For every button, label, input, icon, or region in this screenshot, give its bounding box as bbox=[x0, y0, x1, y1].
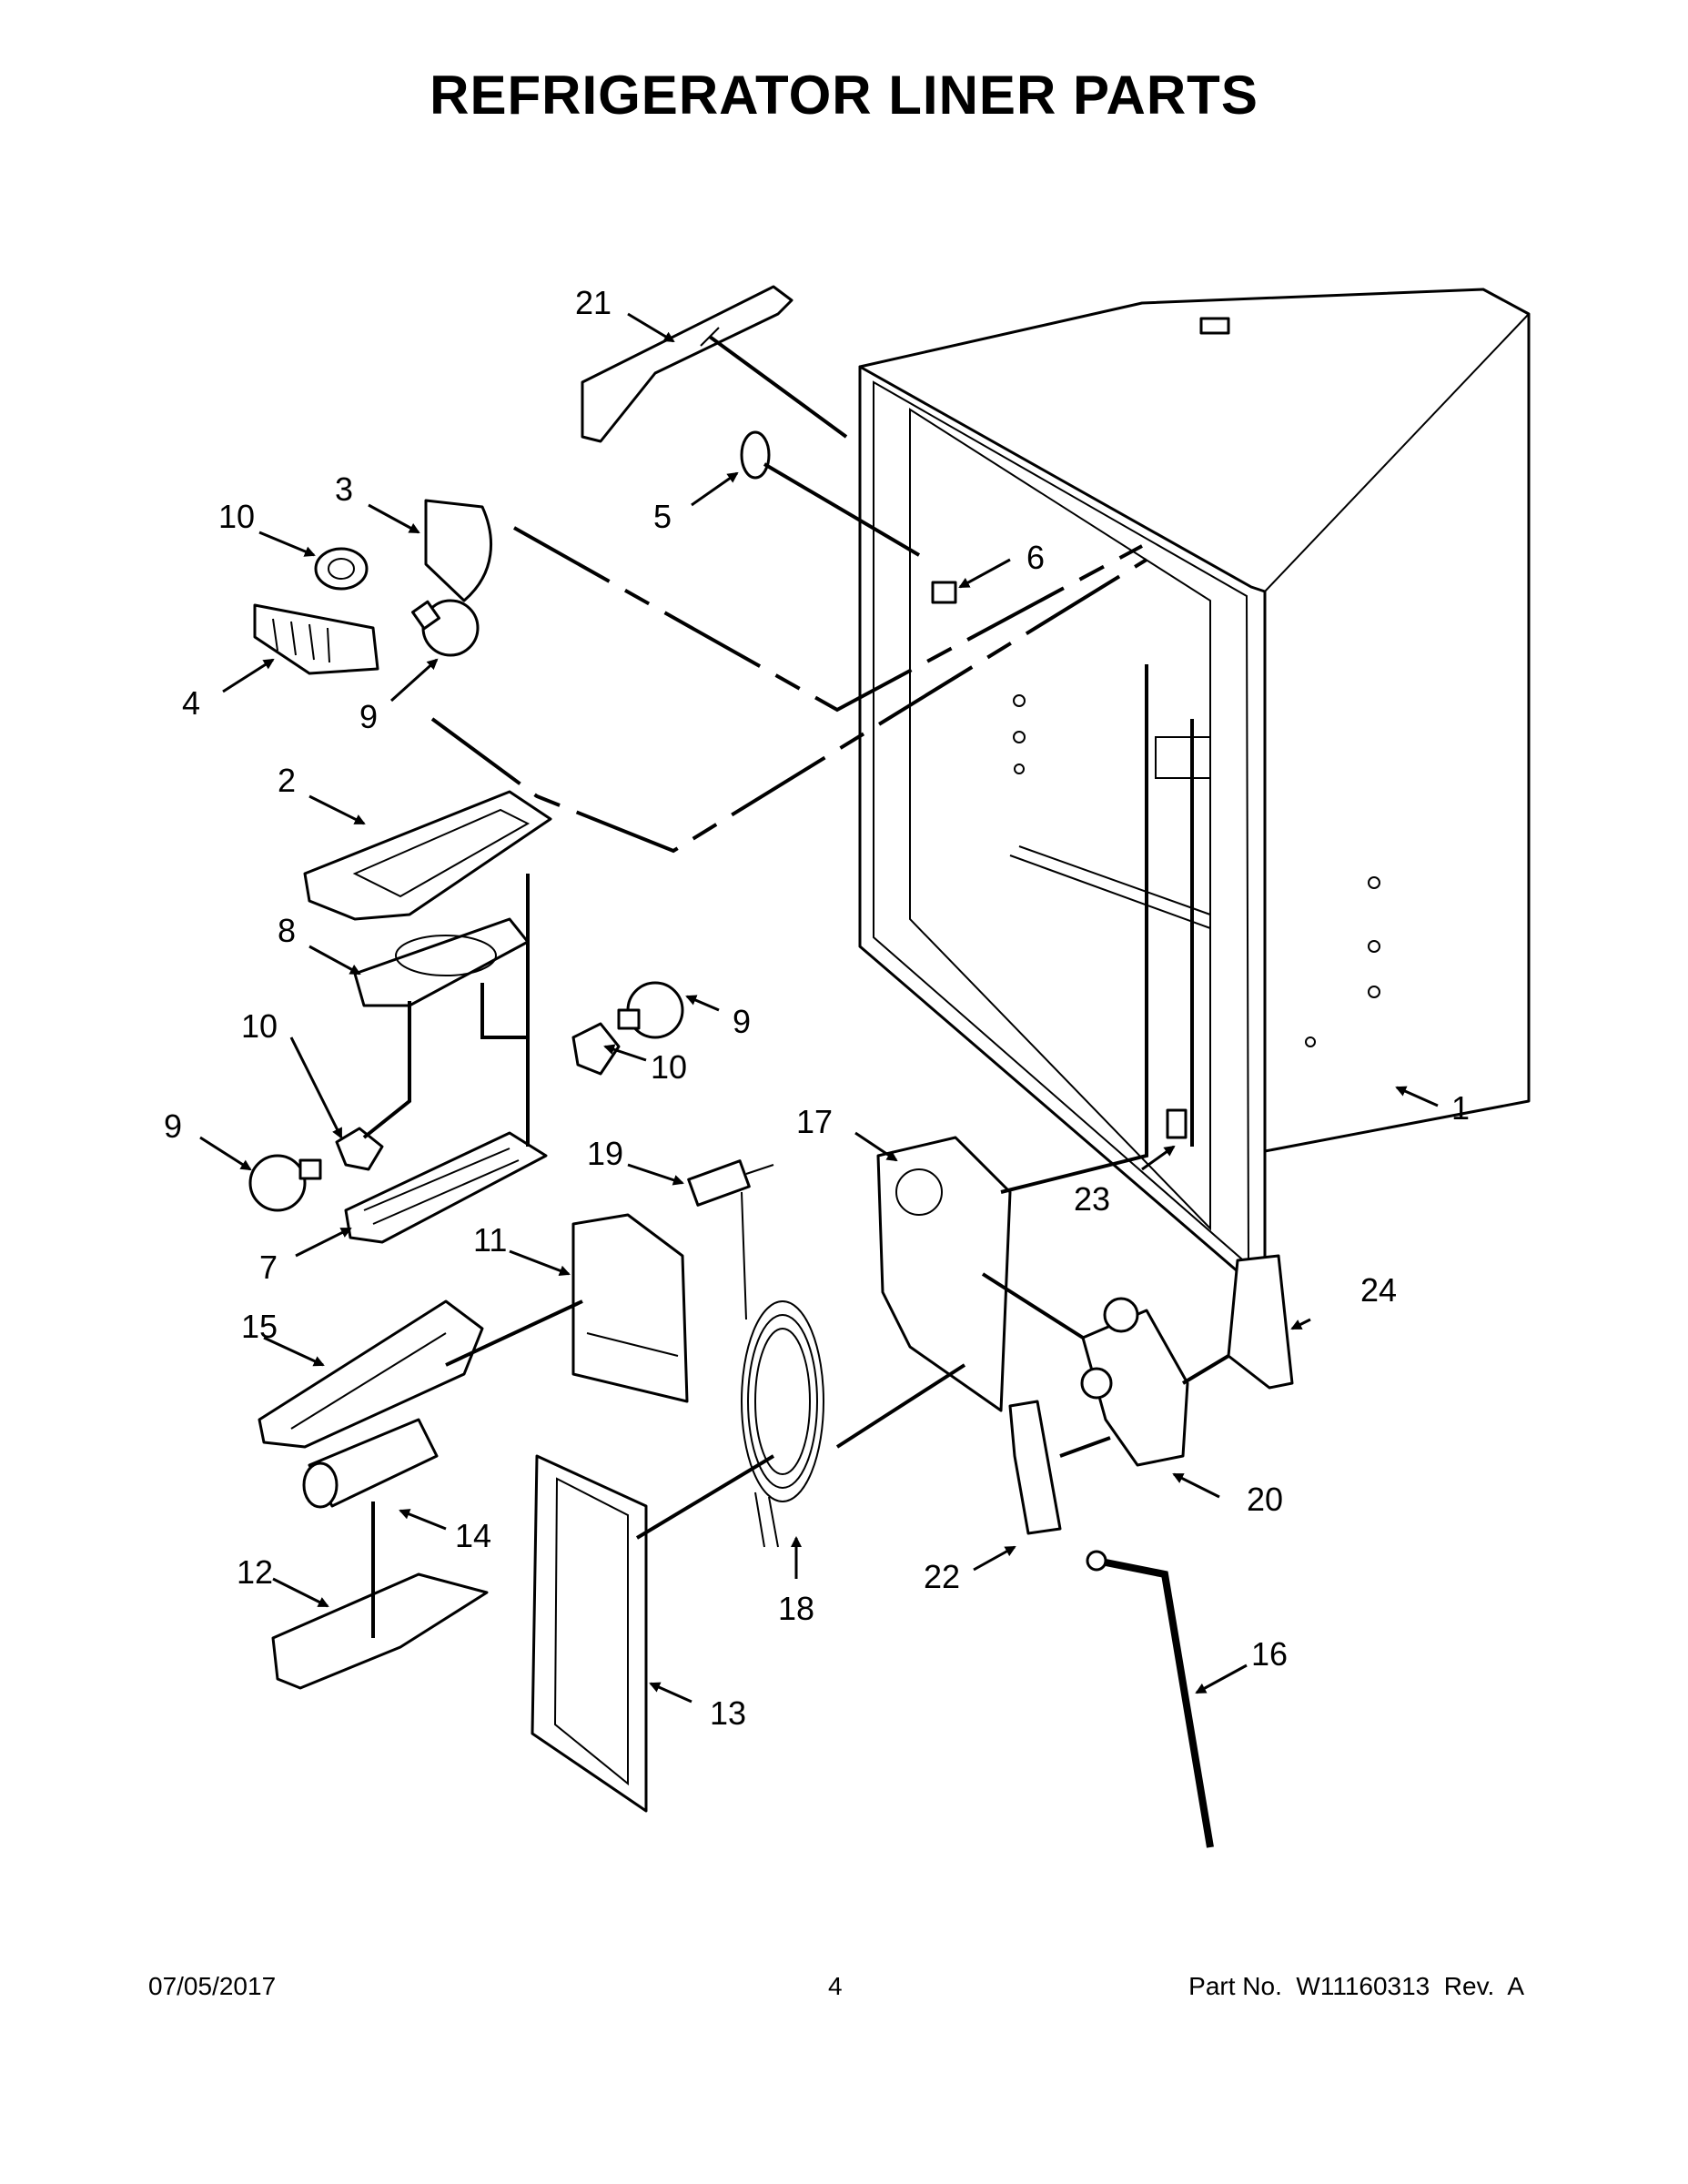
callout-17: 17 bbox=[796, 1103, 833, 1140]
callout-23: 23 bbox=[1074, 1180, 1110, 1218]
part-6-switch bbox=[931, 581, 957, 604]
callout-18: 18 bbox=[778, 1590, 814, 1627]
part-5-clip bbox=[740, 430, 771, 480]
part-21-cover bbox=[581, 285, 793, 443]
part-22-bracket bbox=[1008, 1400, 1062, 1535]
callout-6: 6 bbox=[1026, 539, 1045, 576]
part-10-socket-left bbox=[335, 1127, 384, 1171]
part-15-filter-head bbox=[258, 1299, 484, 1449]
callout-1: 1 bbox=[1451, 1089, 1470, 1127]
part-10-socket-top bbox=[314, 547, 369, 591]
part-24-bracket bbox=[1227, 1254, 1294, 1390]
part-14-filter bbox=[302, 1418, 439, 1509]
callout-10-top: 10 bbox=[218, 498, 255, 535]
callout-10-mid: 10 bbox=[651, 1048, 687, 1086]
callout-7: 7 bbox=[259, 1249, 278, 1286]
part-11-housing bbox=[571, 1213, 689, 1403]
part-20-water-valve bbox=[1080, 1297, 1189, 1467]
callout-labels: 21 3 10 4 9 5 6 2 8 9 10 10 9 1 7 19 11 … bbox=[164, 284, 1470, 1732]
callout-9-mid: 9 bbox=[733, 1003, 751, 1040]
callout-15: 15 bbox=[241, 1308, 278, 1345]
callout-9-top: 9 bbox=[359, 698, 378, 735]
part-13-trim bbox=[531, 1454, 648, 1813]
callout-20: 20 bbox=[1247, 1481, 1283, 1518]
footer-date: 07/05/2017 bbox=[148, 1972, 277, 2000]
callout-12: 12 bbox=[237, 1553, 273, 1591]
callout-4: 4 bbox=[182, 684, 200, 722]
part-12-filter-door bbox=[271, 1572, 489, 1690]
part-2-light-housing bbox=[303, 790, 552, 921]
footer-page-number: 4 bbox=[828, 1972, 843, 2000]
part-17-bracket bbox=[876, 1136, 1012, 1412]
part-16-tube bbox=[1086, 1550, 1214, 1848]
connection-lines bbox=[362, 335, 1230, 1638]
callout-14: 14 bbox=[455, 1517, 491, 1554]
part-9-bulb-top bbox=[410, 599, 480, 657]
part-3-shield bbox=[424, 499, 492, 602]
footer-part-number: Part No. W11160313 Rev. A bbox=[1188, 1972, 1524, 2000]
callout-10-left: 10 bbox=[241, 1007, 278, 1045]
callout-21: 21 bbox=[575, 284, 612, 321]
callout-24: 24 bbox=[1360, 1271, 1397, 1309]
callout-22: 22 bbox=[924, 1558, 960, 1595]
part-9-bulb-mid bbox=[617, 981, 684, 1039]
callout-2: 2 bbox=[278, 762, 296, 799]
callout-5: 5 bbox=[653, 498, 672, 535]
callout-3: 3 bbox=[335, 470, 353, 508]
callout-19: 19 bbox=[587, 1135, 623, 1172]
part-1-liner bbox=[858, 288, 1531, 1285]
callout-13: 13 bbox=[710, 1694, 746, 1732]
part-18-heater-wire bbox=[741, 1300, 824, 1548]
callout-9-left: 9 bbox=[164, 1107, 182, 1145]
part-10-socket-mid bbox=[571, 1022, 621, 1076]
part-4-lens bbox=[253, 603, 379, 675]
callout-11: 11 bbox=[473, 1221, 507, 1259]
callout-arrows bbox=[199, 312, 1439, 1704]
page-title: REFRIGERATOR LINER PARTS bbox=[430, 65, 1258, 126]
part-19-sensor bbox=[687, 1159, 774, 1320]
part-23-clip bbox=[1166, 1108, 1188, 1139]
part-9-bulb-left bbox=[248, 1154, 322, 1212]
callout-16: 16 bbox=[1251, 1635, 1288, 1673]
callout-8: 8 bbox=[278, 912, 296, 949]
part-8-reflector bbox=[353, 917, 530, 1007]
